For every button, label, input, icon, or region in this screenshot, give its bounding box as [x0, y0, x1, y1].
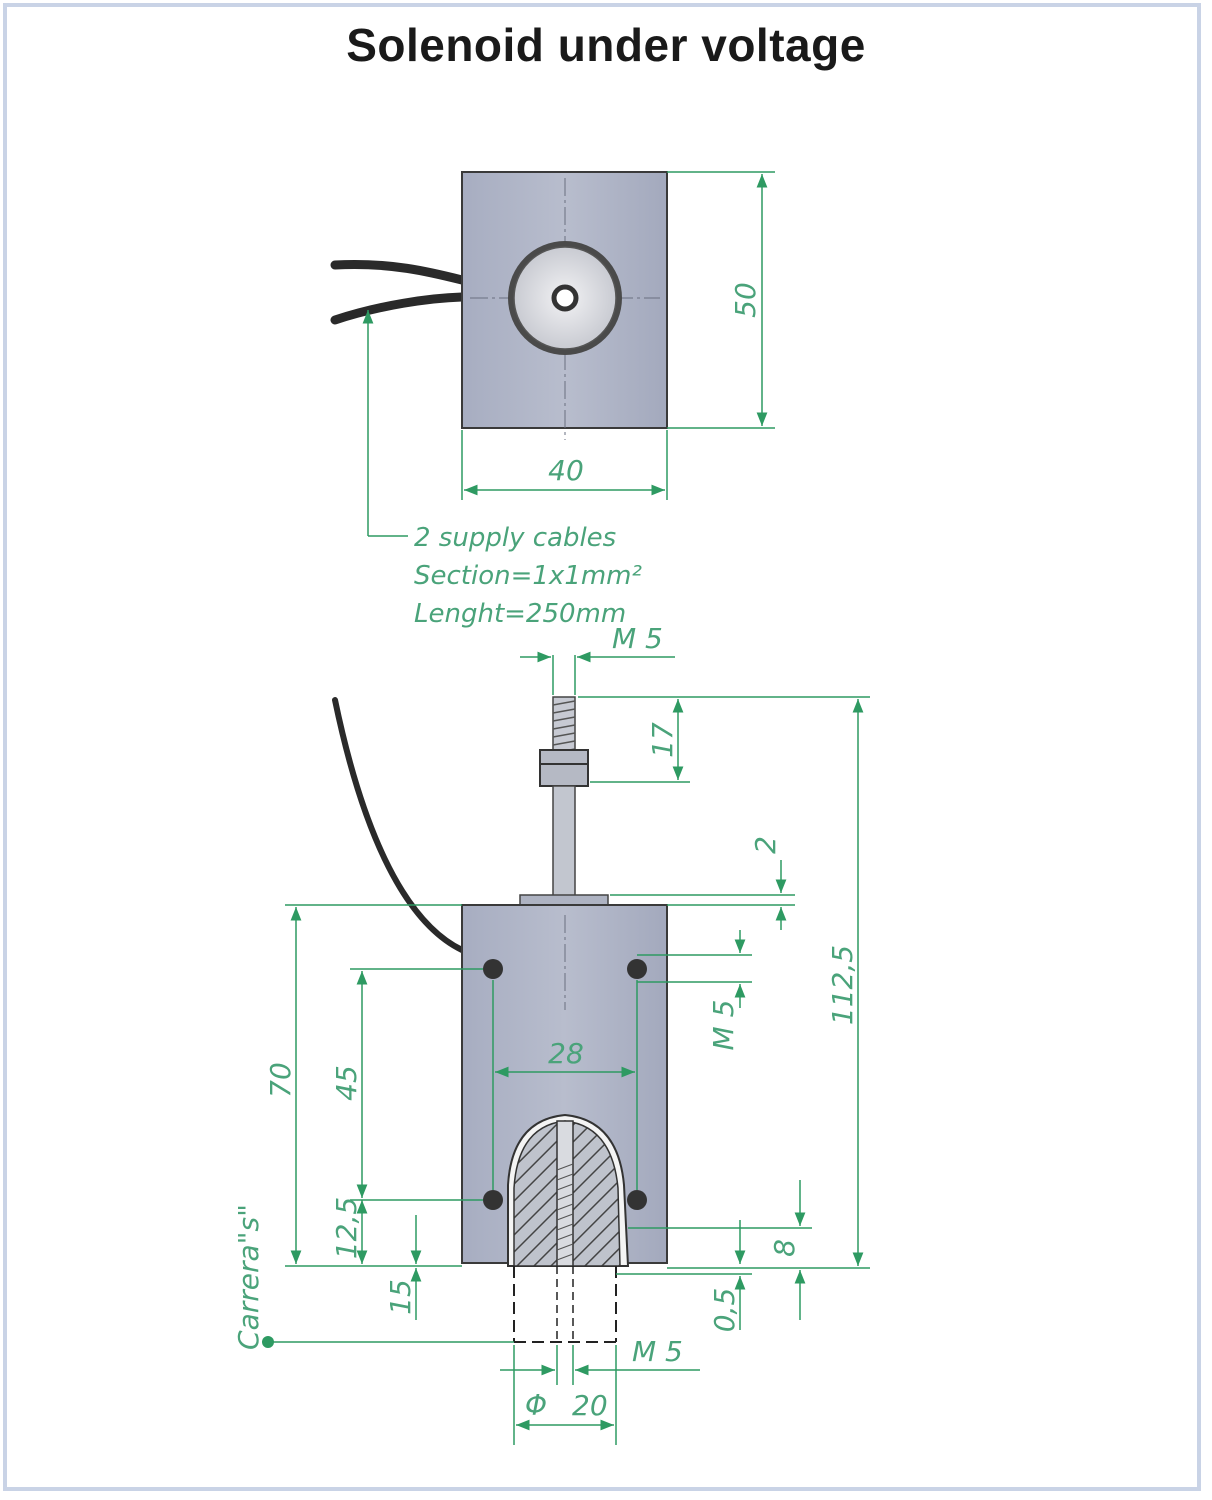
dim-label-28: 28	[548, 1037, 584, 1070]
dim-label-0-5: 0,5	[708, 1288, 741, 1333]
dim-label-17: 17	[646, 722, 679, 758]
side-view: M 5 17 2 112,5 M 5 28 70 45 12,5 15 Carr…	[232, 622, 870, 1445]
dim-label-diameter-20: 20	[572, 1389, 608, 1422]
lock-nut-lower	[539, 763, 589, 787]
dim-label-15: 15	[384, 1279, 417, 1315]
cable-note-line3: Lenght=250mm	[414, 599, 626, 629]
dim-label-2: 2	[749, 836, 782, 854]
dimension-width-40: 40	[461, 430, 668, 500]
dim-label-12-5: 12,5	[330, 1197, 363, 1259]
dim-label-50: 50	[729, 282, 762, 318]
plunger-rod	[552, 785, 576, 897]
cable-note-line1: 2 supply cables	[414, 523, 616, 553]
dim-label-8: 8	[768, 1239, 801, 1257]
plunger-collar	[519, 894, 609, 906]
mounting-hole-bottom-right	[627, 1190, 647, 1210]
stroke-reference-dot	[262, 1336, 274, 1348]
dim-label-m5-side: M 5	[707, 1000, 740, 1051]
stroke-label-carrera: Carrera"s"	[232, 1204, 265, 1350]
dim-label-112-5: 112,5	[826, 945, 859, 1025]
threaded-stud	[519, 696, 609, 906]
dim-label-40: 40	[548, 454, 584, 487]
dim-label-45: 45	[330, 1065, 363, 1101]
page-title: Solenoid under voltage	[346, 19, 866, 71]
plunger-section	[507, 1113, 630, 1267]
cable-leader: 2 supply cables Section=1x1mm² Lenght=25…	[362, 310, 642, 629]
diameter-symbol: Φ	[525, 1389, 547, 1422]
supply-cable-side	[332, 697, 465, 953]
dimension-height-50: 50	[667, 171, 775, 429]
dim-label-m5-bottom: M 5	[632, 1335, 683, 1368]
lock-nut-upper	[539, 749, 589, 765]
top-view: 40 50 2 supply cables Section=1x1mm² Len…	[330, 171, 775, 629]
plunger-center-hole	[551, 284, 579, 312]
supply-cables-top	[330, 260, 467, 325]
dim-label-70: 70	[264, 1062, 297, 1098]
dim-label-m5-top: M 5	[612, 622, 663, 655]
mounting-hole-bottom-left	[483, 1190, 503, 1210]
mounting-hole-top-right	[627, 959, 647, 979]
plunger-stroke-outline	[513, 1266, 617, 1343]
mounting-hole-top-left	[483, 959, 503, 979]
cable-note-line2: Section=1x1mm²	[414, 561, 642, 591]
